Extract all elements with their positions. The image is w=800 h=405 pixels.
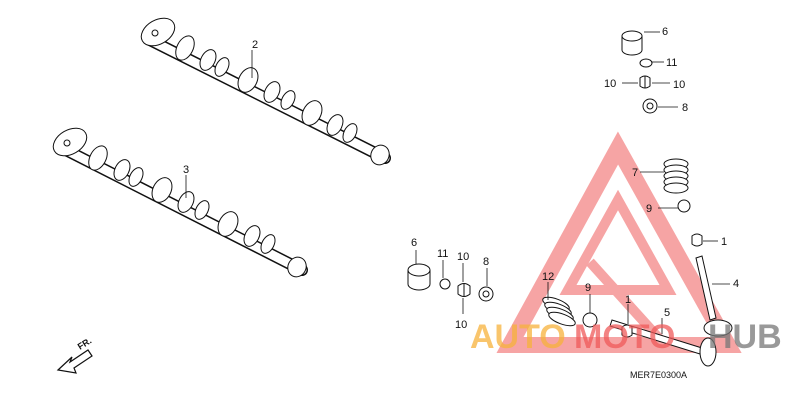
callout-10-lower-top: 10 [457, 251, 469, 263]
callout-10-top-left: 10 [604, 78, 616, 90]
cotter-lower [457, 283, 471, 297]
front-direction-arrow: FR. [56, 336, 94, 374]
valve-clip-right [691, 233, 703, 247]
callout-2: 2 [252, 39, 258, 51]
intake-valve [695, 255, 733, 337]
watermark-text: AUTO MOTO HUB [470, 318, 782, 356]
callout-8-top: 8 [682, 102, 688, 114]
callout-1-lower: 1 [625, 294, 631, 306]
callout-9-right: 9 [646, 203, 652, 215]
callout-5: 5 [664, 307, 670, 319]
seal-top [642, 98, 658, 114]
callout-1-right: 1 [721, 236, 727, 248]
front-label: FR. [76, 336, 94, 352]
callout-9-lower: 9 [585, 282, 591, 294]
svg-text:HUB: HUB [708, 318, 782, 356]
callout-10-top-right: 10 [673, 79, 685, 91]
callout-11-top: 11 [666, 57, 677, 69]
intake-camshaft [140, 17, 391, 166]
callout-6-top: 6 [662, 26, 668, 38]
lifter-top [621, 30, 643, 56]
spring-seat-right [677, 199, 691, 213]
callout-12: 12 [542, 271, 554, 283]
seal-lower [478, 286, 494, 302]
diagram-code: MER7E0300A [630, 370, 687, 380]
exhaust-valve [609, 319, 717, 367]
callout-10-lower-bottom: 10 [455, 319, 467, 331]
valve-clip-lower [621, 324, 633, 338]
spring-outer [663, 158, 689, 194]
callout-6-lower: 6 [411, 237, 417, 249]
callout-8-lower: 8 [483, 256, 489, 268]
svg-text:MOTO: MOTO [574, 318, 675, 356]
callout-11-lower: 11 [437, 248, 448, 260]
watermark-logo [496, 131, 742, 353]
callout-7: 7 [632, 167, 638, 179]
shim-lower [439, 278, 451, 290]
callout-4: 4 [733, 278, 739, 290]
cotter-top [639, 75, 651, 89]
shim-top [639, 58, 653, 68]
spring-inner [542, 296, 576, 327]
exhaust-camshaft [52, 127, 308, 278]
lifter-lower [407, 263, 431, 291]
callout-3: 3 [183, 164, 189, 176]
svg-text:AUTO: AUTO [470, 318, 566, 356]
